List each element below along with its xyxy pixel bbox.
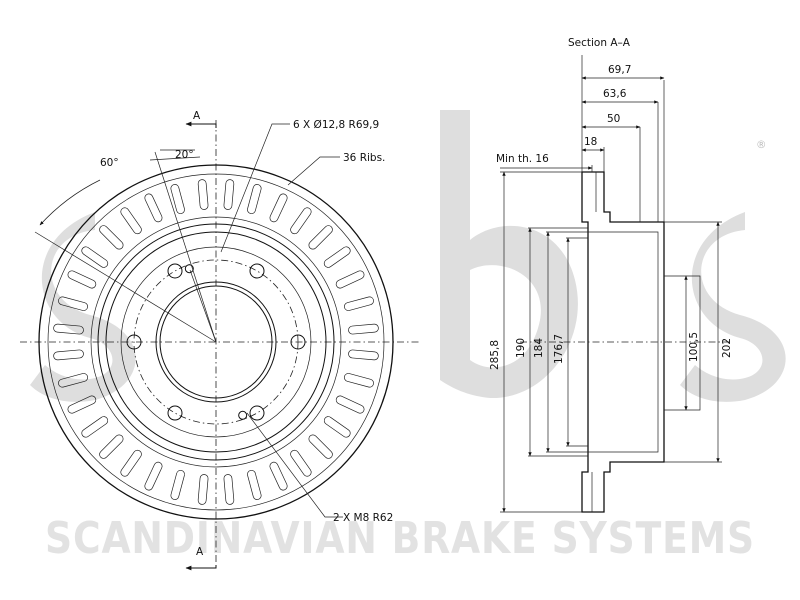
dim-285-8: 285,8 bbox=[489, 340, 501, 370]
cooling-rib-slot bbox=[308, 434, 333, 459]
disc-front-view: 60° 20° A A 6 X Ø12,8 R69,9 36 Ribs. 2 X… bbox=[20, 110, 420, 571]
cooling-rib-slot bbox=[67, 395, 97, 414]
bolt-holes bbox=[126, 263, 306, 421]
bolt-hole bbox=[126, 334, 142, 350]
cooling-rib-slot bbox=[223, 474, 235, 505]
cooling-rib-slot bbox=[120, 207, 142, 235]
dim-63-6: 63,6 bbox=[603, 88, 627, 100]
dim-18: 18 bbox=[584, 136, 597, 148]
section-marker-bottom-line bbox=[185, 565, 217, 571]
cooling-rib-slot bbox=[120, 449, 142, 477]
angle-arc-20 bbox=[149, 156, 201, 161]
holes-label: 6 X Ø12,8 R69,9 bbox=[293, 119, 379, 131]
ribs-leader bbox=[287, 156, 340, 186]
cooling-rib-slot bbox=[58, 373, 89, 388]
cooling-rib-slot bbox=[99, 225, 124, 250]
cooling-rib-slot bbox=[269, 193, 288, 223]
hat-outer-circle bbox=[97, 223, 335, 461]
angle-arc-60 bbox=[39, 179, 101, 226]
cooling-rib-slot bbox=[348, 323, 379, 335]
cooling-rib-slot bbox=[67, 270, 97, 289]
bolt-hole bbox=[290, 334, 306, 350]
section-marker-top-label: A bbox=[193, 110, 201, 122]
threaded-hole bbox=[238, 410, 248, 420]
top-dimensions: 69,7 63,6 50 18 Min th. 16 bbox=[496, 55, 665, 222]
ribs-label: 36 Ribs. bbox=[343, 152, 385, 164]
dim-190: 190 bbox=[515, 338, 527, 358]
bolt-hole bbox=[167, 405, 183, 421]
cooling-rib-slot bbox=[290, 207, 312, 235]
vent-channel-lines bbox=[591, 172, 597, 512]
hat-face-circle bbox=[120, 246, 312, 438]
cooling-rib-slot bbox=[335, 395, 365, 414]
cooling-rib-slot bbox=[170, 469, 185, 500]
dim-100-5: 100,5 bbox=[688, 332, 700, 362]
disc-outer-edge bbox=[38, 164, 394, 520]
dim-184: 184 bbox=[533, 338, 545, 358]
cooling-ribs bbox=[53, 179, 379, 505]
cooling-rib-slot bbox=[81, 416, 109, 438]
cooling-rib-slot bbox=[308, 225, 333, 250]
cooling-rib-slot bbox=[290, 449, 312, 477]
holes-leader bbox=[220, 123, 290, 253]
cooling-rib-slot bbox=[144, 461, 163, 491]
cooling-rib-slot bbox=[144, 193, 163, 223]
cooling-rib-slot bbox=[53, 349, 84, 361]
registered-mark: ® bbox=[756, 139, 767, 151]
threads-label: 2 X M8 R62 bbox=[333, 512, 393, 524]
cooling-rib-slot bbox=[53, 323, 84, 335]
dim-min-thickness: Min th. 16 bbox=[496, 153, 549, 165]
sbs-watermark-logo bbox=[30, 110, 786, 402]
friction-inner-edge bbox=[90, 216, 342, 468]
section-profile-outline bbox=[581, 171, 665, 513]
section-title: Section A–A bbox=[568, 37, 631, 49]
dim-202: 202 bbox=[721, 338, 733, 358]
vertical-dimensions: 285,8 190 184 176,7 100,5 202 bbox=[489, 171, 733, 513]
disc-rim-line bbox=[47, 173, 385, 511]
cooling-rib-slot bbox=[269, 461, 288, 491]
cooling-rib-slot bbox=[335, 270, 365, 289]
angle-ray-hole bbox=[189, 269, 217, 343]
center-bore-outer bbox=[155, 281, 277, 403]
cooling-rib-slot bbox=[323, 416, 351, 438]
dim-176-7: 176,7 bbox=[553, 334, 565, 364]
section-marker-top-line bbox=[185, 121, 217, 128]
center-bore-inner bbox=[159, 285, 273, 399]
bolt-hole bbox=[167, 263, 183, 279]
angle-ray-60 bbox=[34, 231, 217, 343]
cooling-rib-slot bbox=[323, 246, 351, 268]
bolt-hole bbox=[249, 263, 265, 279]
hat-inner-line bbox=[588, 231, 659, 453]
cooling-rib-slot bbox=[99, 434, 124, 459]
cooling-rib-slot bbox=[247, 184, 262, 215]
hub-bore-line bbox=[664, 275, 701, 411]
angle-ray-20 bbox=[154, 151, 217, 343]
cooling-rib-slot bbox=[343, 373, 374, 388]
cooling-rib-slot bbox=[348, 349, 379, 361]
cooling-rib-slot bbox=[343, 296, 374, 311]
disc-section-view: Section A–A 69,7 63,6 50 18 Min th. 16 bbox=[489, 37, 733, 513]
threads-leader bbox=[246, 412, 343, 518]
angle-label-20: 20° bbox=[175, 149, 194, 161]
dim-50: 50 bbox=[607, 113, 620, 125]
bolt-pitch-circle bbox=[133, 259, 299, 425]
watermark-company-name: SCANDINAVIAN BRAKE SYSTEMS bbox=[45, 513, 755, 564]
cooling-rib-slot bbox=[223, 179, 235, 210]
cooling-rib-slot bbox=[58, 296, 89, 311]
cooling-rib-slot bbox=[170, 184, 185, 215]
threaded-hole bbox=[184, 264, 194, 274]
cooling-rib-slot bbox=[81, 246, 109, 268]
cooling-rib-slot bbox=[197, 179, 209, 210]
cooling-rib-slot bbox=[197, 474, 209, 505]
section-marker-bottom-label: A bbox=[196, 546, 204, 558]
dim-69-7: 69,7 bbox=[608, 64, 631, 76]
hat-step-circle bbox=[105, 231, 327, 453]
angle-label-60: 60° bbox=[100, 157, 119, 169]
cooling-rib-slot bbox=[247, 469, 262, 500]
bolt-hole bbox=[249, 405, 265, 421]
